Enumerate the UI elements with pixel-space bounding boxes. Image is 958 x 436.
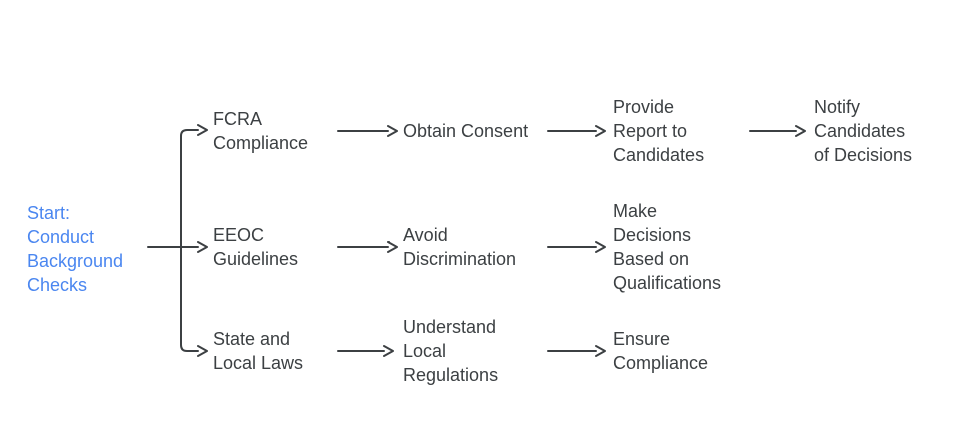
arrow-obtain-consent-to-provide-report xyxy=(547,125,606,137)
node-obtain-consent: Obtain Consent xyxy=(403,121,529,141)
arrow-fcra-to-obtain-consent xyxy=(337,125,398,137)
arrow-start-to-state-laws xyxy=(180,246,208,357)
arrow-avoid-discrimination-to-make-decisions xyxy=(547,241,606,253)
arrow-state-laws-to-understand-regulations xyxy=(337,345,394,357)
arrow-eeoc-to-avoid-discrimination xyxy=(337,241,398,253)
arrow-provide-report-to-notify-candidates xyxy=(749,125,806,137)
arrow-start-to-fcra xyxy=(180,124,208,248)
arrow-understand-regulations-to-ensure-compliance xyxy=(547,345,606,357)
